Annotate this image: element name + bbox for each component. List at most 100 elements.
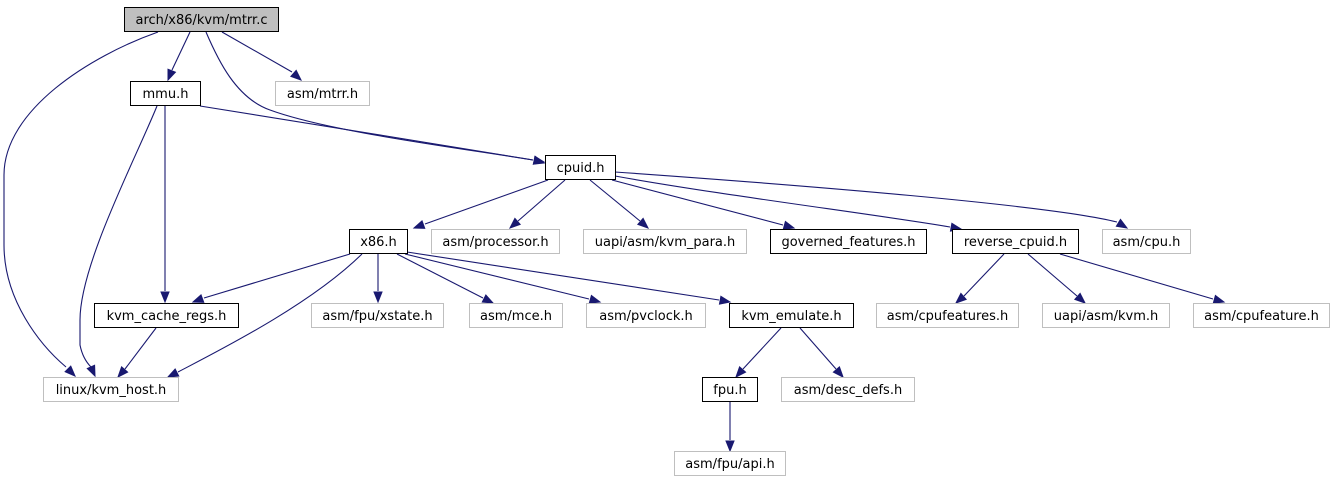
edge-arrowhead bbox=[373, 291, 383, 304]
node-box bbox=[275, 81, 370, 106]
node-governed-features-h[interactable]: governed_features.h bbox=[770, 229, 927, 254]
node-box bbox=[1102, 229, 1191, 254]
edge-arrowhead bbox=[86, 364, 96, 378]
edge-reverse_cpuid_h-to-asm_cpufeature_h bbox=[1059, 253, 1226, 304]
edge-x86_h-to-asm_fpu_xstate_h bbox=[373, 254, 383, 304]
node-box bbox=[311, 303, 444, 328]
node-box bbox=[586, 303, 706, 328]
node-asm-mtrr-h: asm/mtrr.h bbox=[275, 81, 370, 106]
edge-x86_h-to-kvm_cache_regs_h bbox=[191, 253, 351, 303]
node-label: asm/mtrr.h bbox=[287, 87, 358, 102]
node-asm-pvclock-h: asm/pvclock.h bbox=[586, 303, 706, 328]
edge-line bbox=[404, 253, 590, 300]
node-label: uapi/asm/kvm_para.h bbox=[595, 235, 736, 250]
edge-x86_h-to-kvm_emulate_h bbox=[406, 251, 732, 305]
node-label: asm/pvclock.h bbox=[599, 309, 693, 324]
node-asm-mce-h: asm/mce.h bbox=[469, 303, 563, 328]
edge-mmu_h-to-kvm_cache_regs_h bbox=[160, 106, 170, 304]
edge-arrowhead bbox=[160, 291, 170, 304]
edge-line bbox=[1027, 253, 1078, 297]
node-mmu-h[interactable]: mmu.h bbox=[130, 81, 201, 106]
node-label: kvm_cache_regs.h bbox=[107, 309, 227, 324]
node-mtrr-c[interactable]: arch/x86/kvm/mtrr.c bbox=[124, 7, 279, 32]
node-asm-cpufeatures-h: asm/cpufeatures.h bbox=[876, 303, 1019, 328]
edge-line bbox=[1059, 253, 1214, 300]
edge-arrowhead bbox=[1115, 218, 1129, 229]
node-box bbox=[94, 303, 239, 328]
edge-cpuid_h-to-x86_h bbox=[412, 179, 549, 229]
node-label: fpu.h bbox=[713, 383, 746, 398]
edge-cpuid_h-to-uapi_kvm_para_h bbox=[589, 179, 650, 229]
edge-line bbox=[79, 105, 158, 368]
edge-reverse_cpuid_h-to-asm_cpufeatures_h bbox=[954, 253, 1005, 304]
node-asm-desc-defs-h: asm/desc_defs.h bbox=[781, 377, 915, 402]
edge-line bbox=[177, 253, 363, 373]
edge-kvm_cache_regs_h-to-linux_kvm_host_h bbox=[117, 327, 157, 379]
node-x86-h[interactable]: x86.h bbox=[349, 229, 408, 254]
edge-line bbox=[517, 179, 566, 222]
edge-x86_h-to-linux_kvm_host_h bbox=[166, 253, 363, 378]
node-label: governed_features.h bbox=[781, 235, 915, 250]
node-box bbox=[469, 303, 563, 328]
edge-arrowhead bbox=[412, 219, 426, 229]
edge-cpuid_h-to-asm_cpu_h bbox=[614, 171, 1129, 229]
node-asm-fpu-api-h: asm/fpu/api.h bbox=[674, 451, 786, 476]
nodes-layer: arch/x86/kvm/mtrr.c mmu.h asm/mtrr.h cpuid.… bbox=[43, 7, 1330, 476]
node-linux-kvm-host-h: linux/kvm_host.h bbox=[43, 377, 179, 402]
edge-arrowhead bbox=[167, 68, 177, 82]
node-label: asm/fpu/xstate.h bbox=[322, 309, 432, 324]
edge-mmu_h-to-linux_kvm_host_h bbox=[79, 105, 158, 378]
edge-arrowhead bbox=[588, 294, 602, 304]
edge-arrowhead bbox=[290, 69, 303, 81]
node-fpu-h[interactable]: fpu.h bbox=[702, 377, 758, 402]
edge-line bbox=[799, 327, 837, 370]
node-kvm-emulate-h[interactable]: kvm_emulate.h bbox=[729, 303, 854, 328]
node-label: asm/cpufeatures.h bbox=[887, 309, 1009, 324]
edge-line bbox=[205, 31, 534, 161]
edge-x86_h-to-asm_mce_h bbox=[396, 253, 495, 304]
node-box bbox=[1193, 303, 1330, 328]
node-label: uapi/asm/kvm.h bbox=[1054, 309, 1159, 324]
edge-arrowhead bbox=[532, 155, 546, 165]
node-box bbox=[781, 377, 915, 402]
edge-line bbox=[614, 175, 951, 228]
edge-line bbox=[199, 105, 534, 161]
edge-arrowhead bbox=[725, 440, 735, 453]
node-cpuid-h[interactable]: cpuid.h bbox=[545, 155, 616, 180]
edge-arrowhead bbox=[191, 293, 205, 303]
edge-line bbox=[589, 179, 641, 222]
node-asm-cpufeature-h: asm/cpufeature.h bbox=[1193, 303, 1330, 328]
node-label: cpuid.h bbox=[557, 161, 605, 176]
edge-arrowhead bbox=[166, 368, 180, 378]
node-uapi-asm-kvm-h: uapi/asm/kvm.h bbox=[1042, 303, 1170, 328]
edge-arrowhead bbox=[508, 217, 522, 229]
node-box bbox=[770, 229, 927, 254]
node-label: kvm_emulate.h bbox=[741, 309, 841, 324]
node-label: asm/fpu/api.h bbox=[685, 457, 774, 472]
node-box bbox=[431, 229, 560, 254]
node-box bbox=[583, 229, 747, 254]
edge-arrowhead bbox=[481, 294, 495, 304]
node-box bbox=[876, 303, 1019, 328]
edge-cpuid_h-to-asm_processor_h bbox=[508, 179, 566, 229]
edge-line bbox=[221, 31, 293, 73]
edge-mtrr_c-to-mmu_h bbox=[167, 31, 191, 82]
node-box bbox=[349, 229, 408, 254]
node-kvm-cache-regs-h[interactable]: kvm_cache_regs.h bbox=[94, 303, 239, 328]
edge-arrowhead bbox=[1212, 294, 1226, 304]
node-label: mmu.h bbox=[143, 87, 189, 102]
edge-fpu_h-to-asm_fpu_api_h bbox=[725, 402, 735, 453]
edge-line bbox=[424, 179, 549, 225]
edge-x86_h-to-asm_pvclock_h bbox=[404, 253, 602, 304]
node-asm-cpu-h: asm/cpu.h bbox=[1102, 229, 1191, 254]
edge-arrowhead bbox=[64, 365, 76, 377]
node-box bbox=[1042, 303, 1170, 328]
edge-arrowhead bbox=[718, 295, 732, 305]
edges-layer bbox=[3, 31, 1226, 453]
node-reverse-cpuid-h[interactable]: reverse_cpuid.h bbox=[952, 229, 1079, 254]
edge-cpuid_h-to-governed_features_h bbox=[611, 179, 796, 230]
edge-arrowhead bbox=[117, 365, 129, 379]
edge-reverse_cpuid_h-to-uapi_asm_kvm_h bbox=[1027, 253, 1087, 304]
node-label: asm/desc_defs.h bbox=[794, 383, 902, 398]
